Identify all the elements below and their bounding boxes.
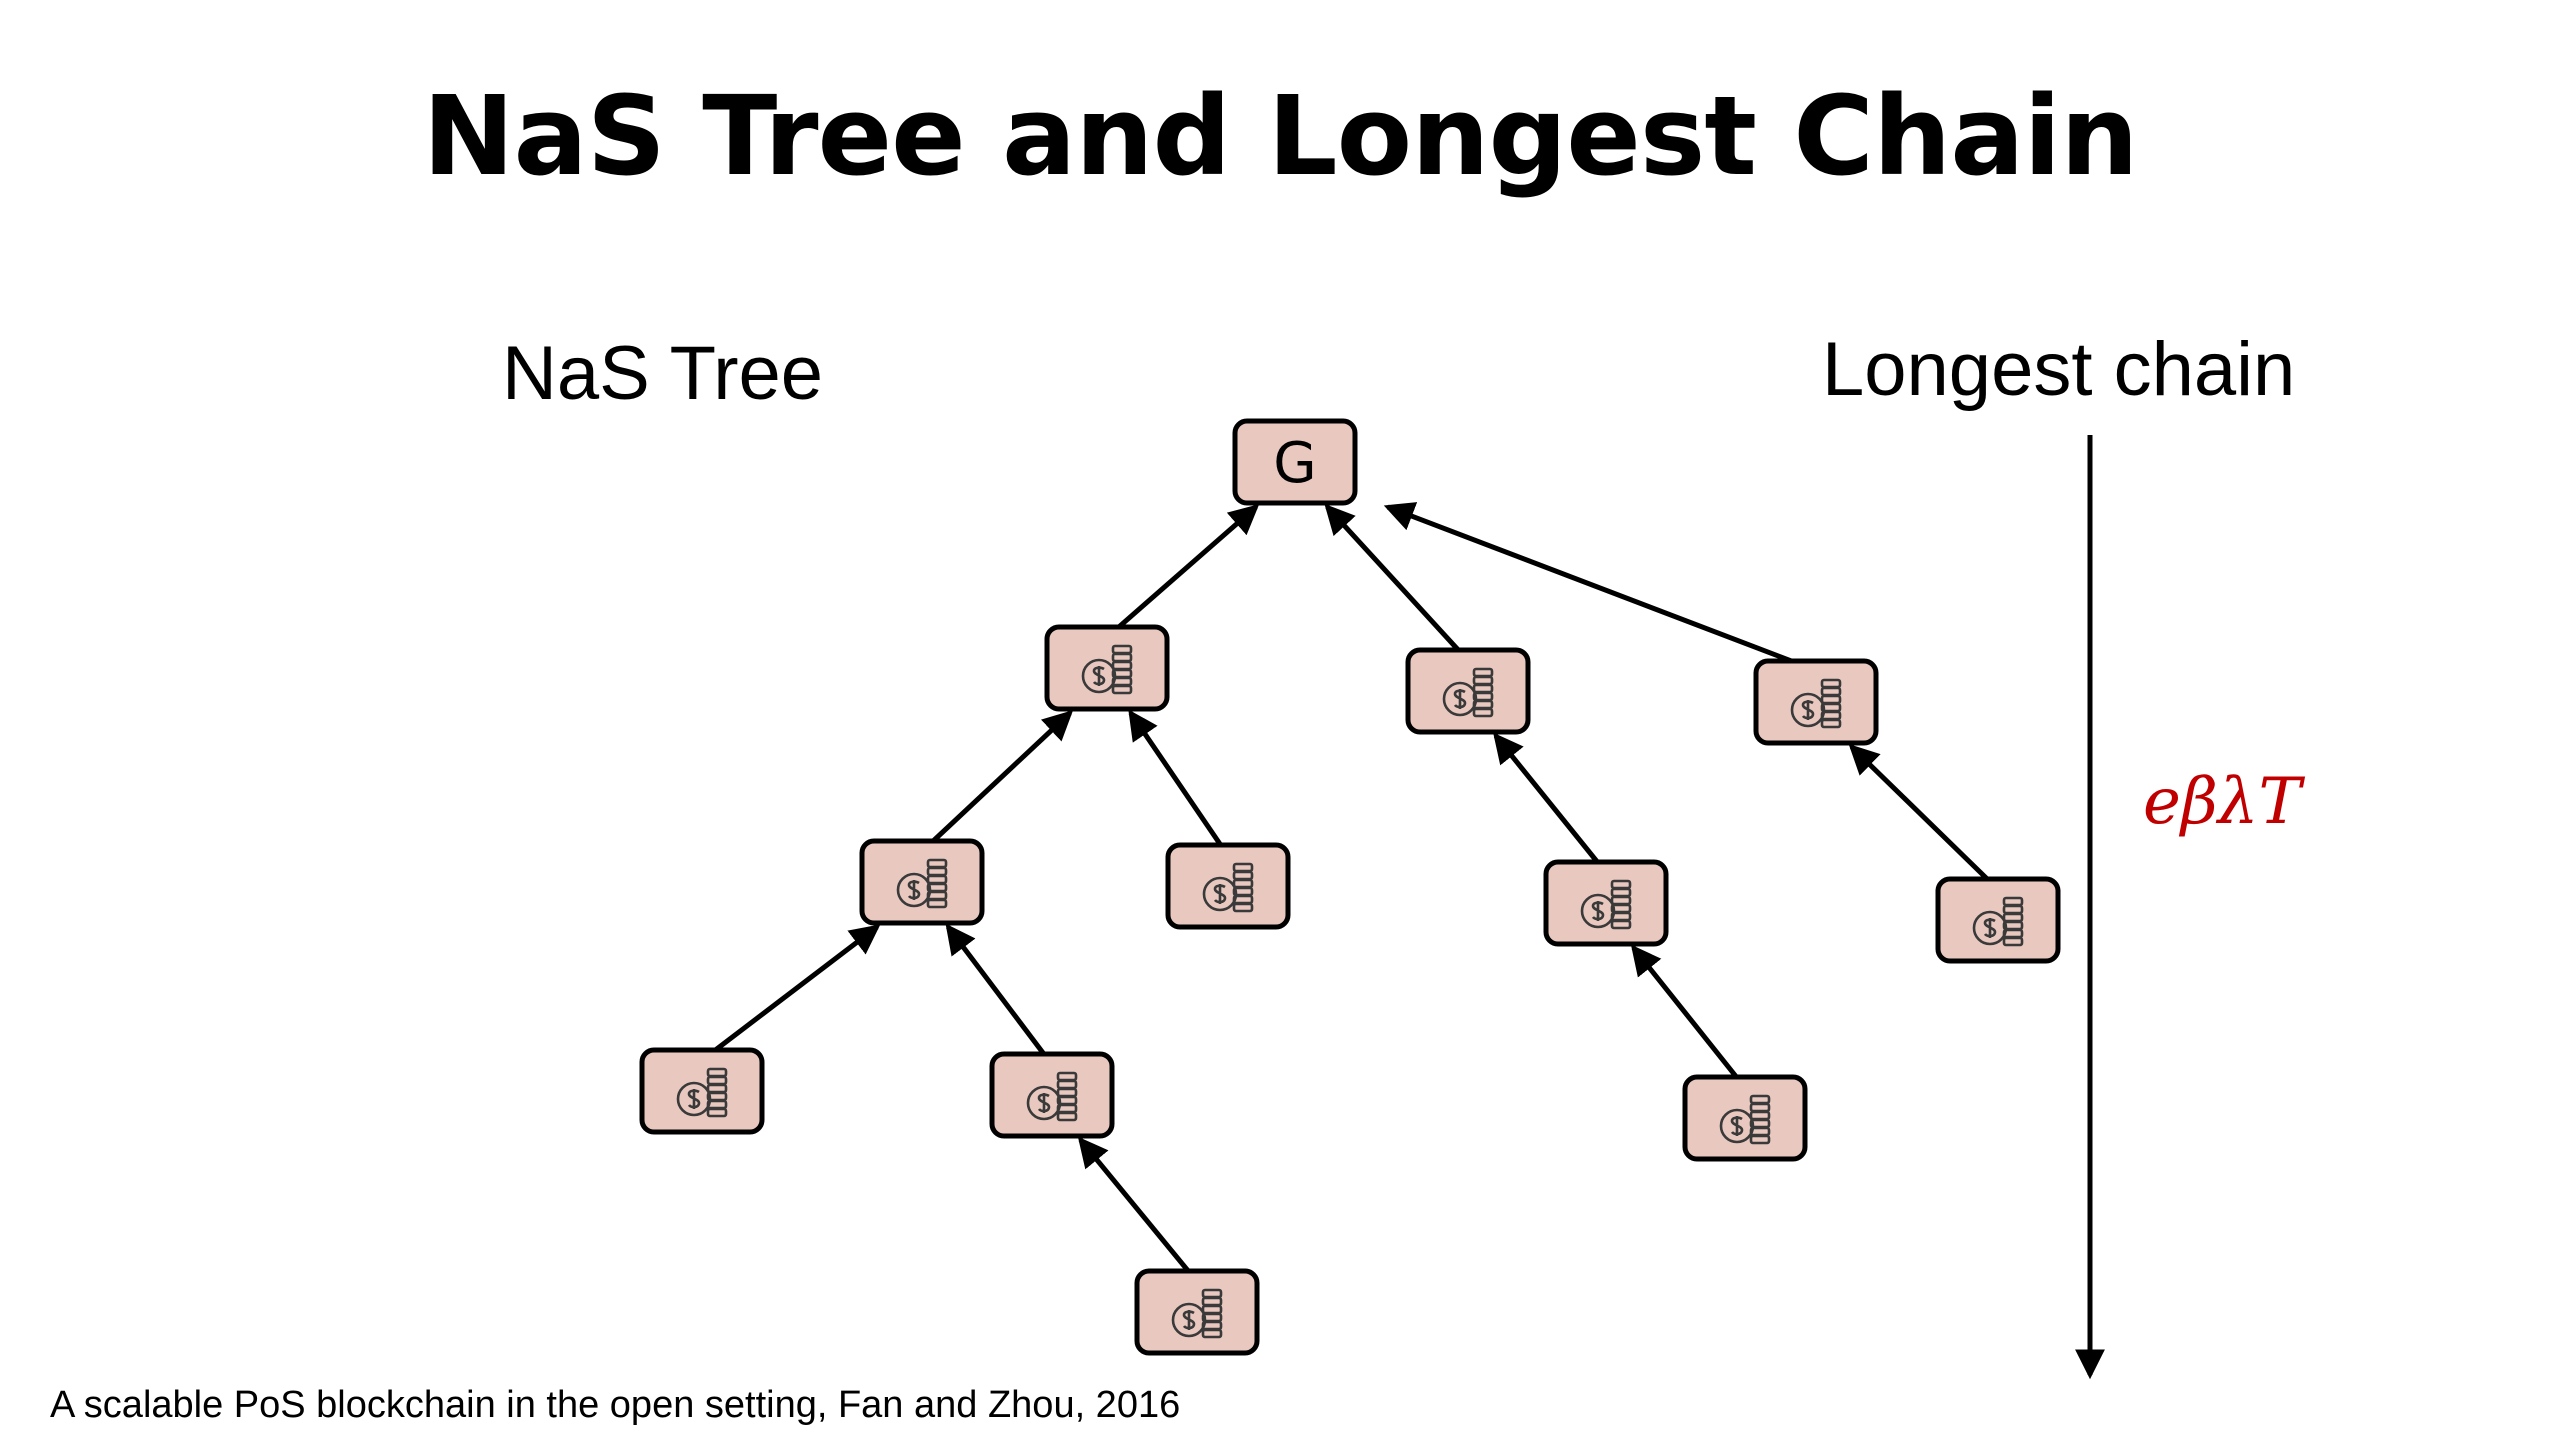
edge-b1-to-G (1108, 504, 1260, 637)
slide-title: NaS Tree and Longest Chain (422, 72, 2138, 200)
edge-b7-to-b3 (1848, 744, 1998, 889)
block-box (989, 1051, 1115, 1139)
block-box (1682, 1074, 1808, 1162)
genesis-block: G (1232, 418, 1358, 506)
edge-b2-to-G (1324, 503, 1468, 660)
block-b6 (1543, 859, 1669, 947)
block-b9 (989, 1051, 1115, 1139)
block-box (639, 1047, 765, 1135)
block-box (1134, 1268, 1260, 1356)
tree-blocks: G (639, 418, 2061, 1356)
genesis-label: G (1273, 431, 1316, 496)
edge-b3-to-G (1383, 502, 1814, 672)
block-b1 (1044, 624, 1170, 712)
edge-b8-to-b4 (703, 924, 881, 1060)
chain-rate-label: eβλT (2143, 765, 2302, 839)
edge-b5-to-b1 (1128, 709, 1229, 855)
block-b3 (1753, 658, 1879, 746)
edge-b10-to-b6 (1630, 944, 1745, 1087)
tree-edges (703, 502, 1998, 1281)
edge-b9-to-b4 (945, 923, 1052, 1064)
edge-b4-to-b1 (922, 710, 1074, 851)
block-b11 (1134, 1268, 1260, 1356)
longest-chain-label: Longest chain (1822, 327, 2296, 412)
block-box (1405, 647, 1531, 735)
block-b4 (859, 838, 985, 926)
block-box (1753, 658, 1879, 746)
block-box (859, 838, 985, 926)
block-b2 (1405, 647, 1531, 735)
block-b10 (1682, 1074, 1808, 1162)
edge-b6-to-b2 (1493, 732, 1606, 872)
block-box (1543, 859, 1669, 947)
block-box (1232, 418, 1358, 506)
block-box (1165, 842, 1291, 930)
edge-b11-to-b9 (1077, 1136, 1197, 1281)
citation: A scalable PoS blockchain in the open se… (50, 1384, 1181, 1426)
block-box (1044, 624, 1170, 712)
nas-tree-label: NaS Tree (502, 331, 824, 416)
block-b8 (639, 1047, 765, 1135)
block-b7 (1935, 876, 2061, 964)
block-box (1935, 876, 2061, 964)
block-b5 (1165, 842, 1291, 930)
